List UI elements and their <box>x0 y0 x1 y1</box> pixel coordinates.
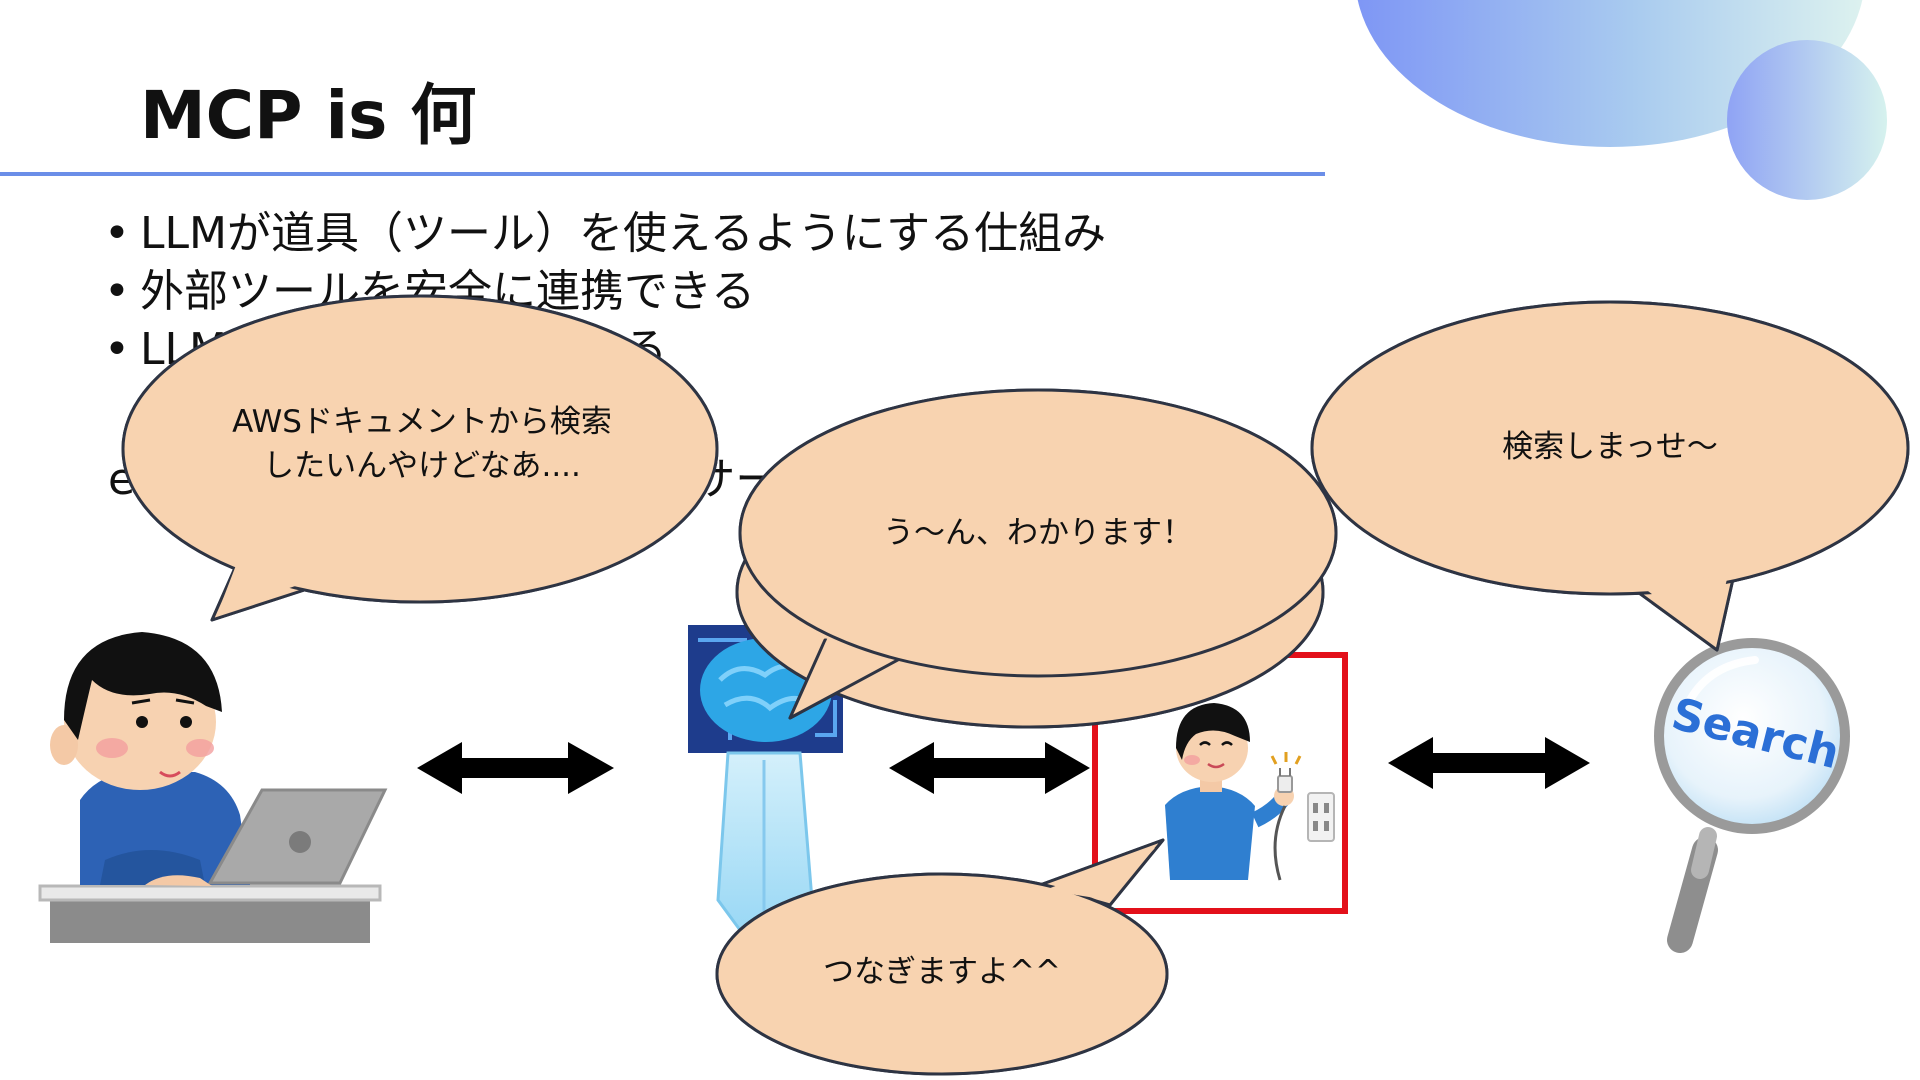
bullet-dot: • <box>104 266 130 317</box>
slide-title: MCP is 何 <box>140 77 477 154</box>
double-arrow-icon <box>889 742 1090 794</box>
decor-circle <box>1727 40 1887 200</box>
llm-bubble-text: う〜ん、わかります！ <box>883 515 1193 551</box>
bullet-list: •LLMが道具（ツール）を使えるようにする仕組み •外部ツールを安全に連携できる… <box>104 205 1106 379</box>
bullet-text: LLMにタスクを解決させる <box>140 324 667 375</box>
bullet-item: •LLMが道具（ツール）を使えるようにする仕組み <box>104 205 1106 263</box>
user-bubble-text: AWSドキュメントから検索 したいんやけどなあ.... <box>222 400 622 488</box>
bullet-text: 外部ツールを安全に連携できる <box>140 266 756 317</box>
person-with-laptop-icon <box>38 632 388 943</box>
search-speech-bubble <box>1310 300 1910 652</box>
llm-speech-bubble <box>735 388 1338 729</box>
bullet-dot: • <box>104 208 130 259</box>
double-arrow-icon <box>417 742 614 794</box>
search-bubble-text: 検索しまっせ〜 <box>1502 429 1718 465</box>
bullet-item: •外部ツールを安全に連携できる <box>104 263 1106 321</box>
title-underline <box>0 172 1325 176</box>
bullet-dot: • <box>104 324 130 375</box>
bullet-item: •LLMにタスクを解決させる <box>104 321 1106 379</box>
bullet-text: LLMが道具（ツール）を使えるようにする仕組み <box>140 208 1107 259</box>
magnifier-search-icon <box>1654 638 1850 953</box>
mcp-bubble-text: つなぎますよ^^ <box>823 954 1061 990</box>
double-arrow-icon <box>1388 737 1590 789</box>
user-bubble-line-2: したいんやけどなあ.... <box>263 448 581 484</box>
user-bubble-line-1: AWSドキュメントから検索 <box>232 404 612 440</box>
